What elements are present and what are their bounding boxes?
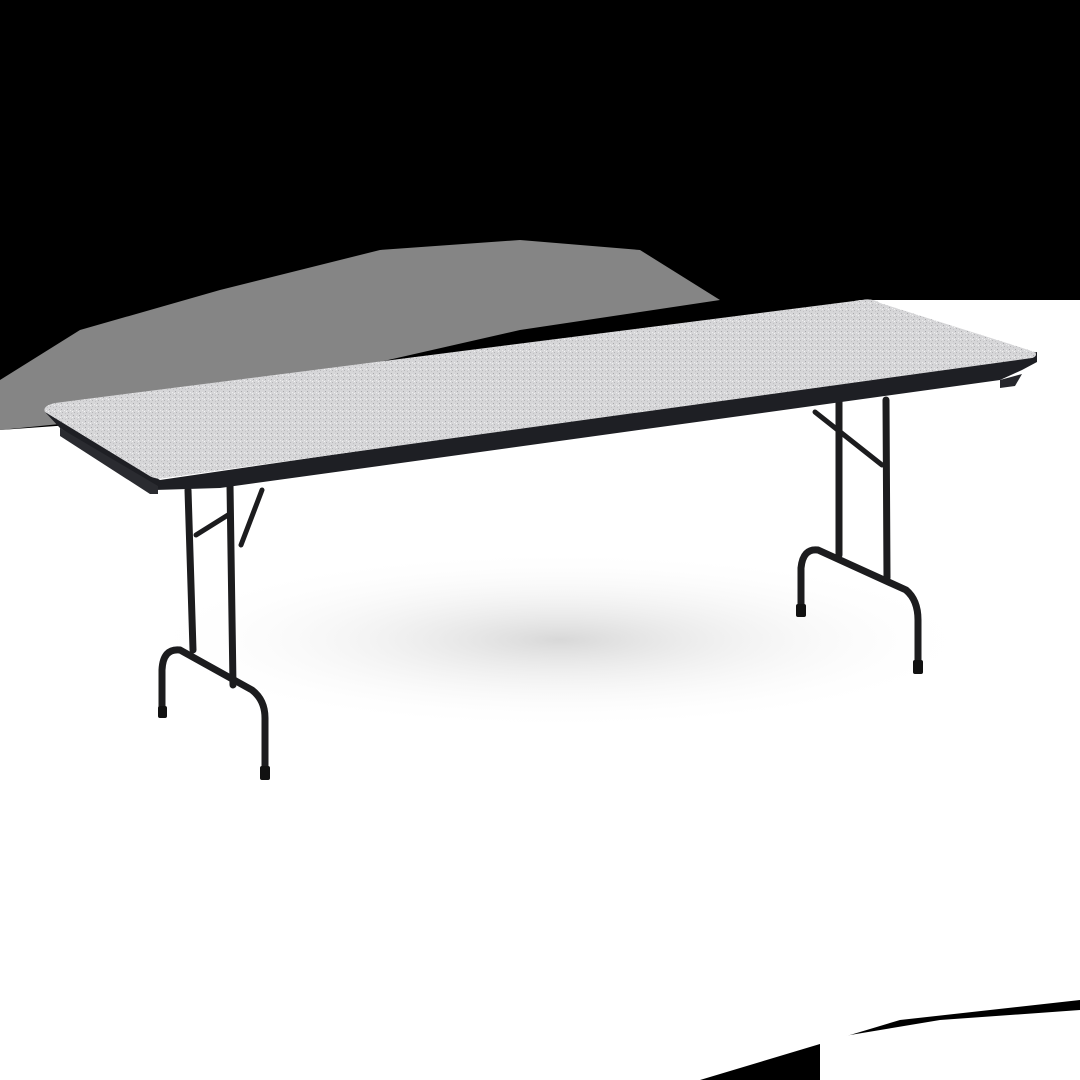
tabletop-corner-right: [1000, 374, 1022, 388]
left-leg-assembly: [158, 481, 270, 780]
right-leg-assembly: [796, 396, 923, 674]
floor-bottom-right: [820, 1010, 1080, 1080]
tabletop-surface: [44, 299, 1036, 479]
tabletop-edge: [45, 352, 1037, 490]
tabletop-edge-end: [60, 428, 158, 494]
background-dither: [0, 240, 720, 430]
table-shadow: [140, 550, 980, 730]
